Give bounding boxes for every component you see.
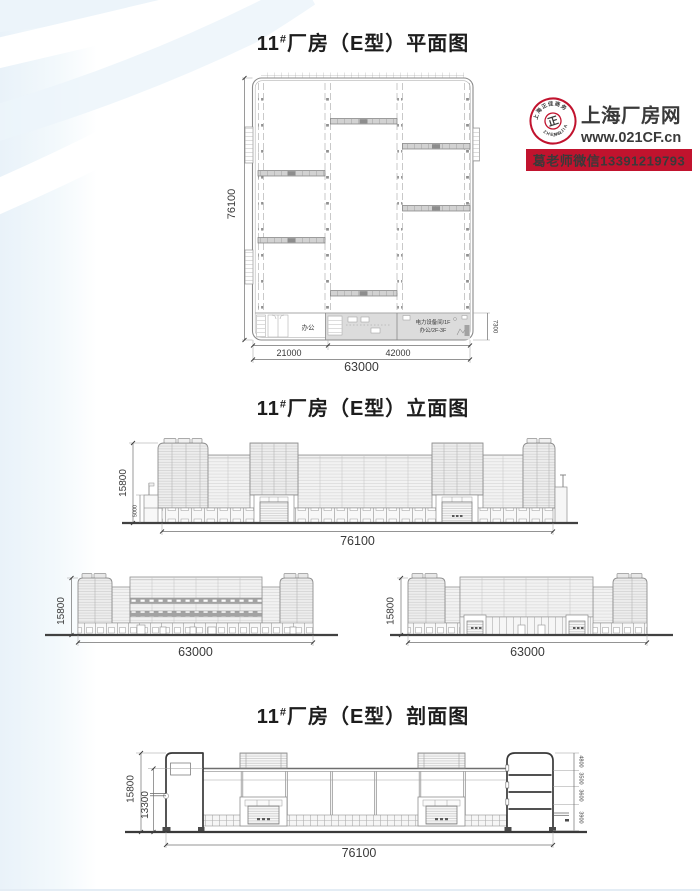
plan-eaves	[261, 72, 464, 78]
plan-crane-beams	[257, 118, 471, 297]
elev-b-door-2	[565, 614, 589, 636]
elev-a-dim-height: 15800	[56, 575, 78, 638]
elev-a-dim-width: 63000	[75, 635, 316, 659]
elevation-bottom-band	[161, 507, 554, 524]
section-door-1	[239, 796, 288, 827]
stamp-banner-text: 葛老师微信13391219793	[532, 154, 686, 169]
elevation-dim-height: 15800	[118, 440, 158, 526]
section-title-num: 11	[256, 706, 280, 728]
plan-power-label-2: 办公/2F-3F	[420, 326, 447, 334]
stamp-brand: 上海厂房网	[581, 104, 681, 127]
seal: 正 2004 上海正佳商务 ZHENGJIA	[527, 94, 577, 145]
elevation-tower-3	[431, 442, 484, 496]
plan-title-hash: #	[279, 33, 287, 46]
section-dim-inner: 13300	[140, 766, 203, 835]
section-right-tower	[504, 752, 569, 832]
svg-text:63000: 63000	[178, 645, 213, 659]
elevation-dim-low: 5000	[133, 494, 144, 523]
plan-stair-protrusion-treads	[245, 127, 479, 284]
elev-b-building	[407, 573, 648, 636]
plan-office-label: 办公	[302, 323, 316, 332]
svg-text:13300: 13300	[140, 791, 151, 819]
svg-text:15800: 15800	[126, 775, 137, 803]
elev-a-window-band-1	[129, 597, 263, 604]
section-title: 11#厂房（E型）剖面图	[257, 700, 470, 729]
svg-text:3600: 3600	[578, 789, 584, 801]
side-elevation-b-drawing: 15800 63000	[386, 573, 673, 659]
stamp: 正 2004 上海正佳商务 ZHENGJIA 上海厂房网 www.021CF.c…	[526, 94, 692, 171]
plan-power-label-1: 电力设备间/1F	[416, 318, 451, 326]
svg-text:3500: 3500	[578, 772, 584, 784]
main-elevation-drawing: 15800 5000 76100	[118, 438, 578, 548]
bottom-edge-line	[0, 889, 700, 891]
elevation-title: 11#厂房（E型）立面图	[257, 392, 470, 421]
svg-text:21000: 21000	[276, 348, 301, 358]
section-title-rest: 厂房（E型）剖面图	[286, 706, 470, 728]
svg-text:15800: 15800	[56, 597, 67, 625]
section-roof	[203, 767, 507, 772]
elev-a-building	[77, 573, 314, 636]
svg-text:63000: 63000	[344, 360, 379, 372]
elevation-tower-1	[157, 442, 209, 509]
svg-text:5000: 5000	[133, 505, 139, 517]
svg-text:15800: 15800	[386, 597, 397, 625]
section-title-hash: #	[279, 706, 287, 719]
svg-text:7300: 7300	[492, 320, 498, 334]
elevation-door-2	[435, 494, 479, 524]
elev-b-dim-height: 15800	[386, 575, 408, 638]
elevation-dim-width: 76100	[159, 523, 556, 548]
section-dim-height: 15800	[126, 750, 166, 835]
svg-text:76100: 76100	[226, 189, 238, 220]
svg-text:15800: 15800	[118, 469, 129, 497]
stamp-banner-bg	[526, 149, 692, 171]
plan-dim-bottom: 21000 42000 63000	[250, 340, 473, 372]
elevation-title-rest: 厂房（E型）立面图	[286, 398, 470, 420]
plan-dim-side: 7300	[473, 312, 498, 341]
section-door-2	[417, 796, 466, 827]
elevation-title-hash: #	[279, 398, 287, 411]
svg-text:3900: 3900	[578, 811, 584, 823]
seal-year: 2004	[552, 130, 563, 138]
floor-plan-drawing: 办公 电力设备间/1F 办公/2F-3F 76100 21000 42000 6…	[226, 72, 498, 372]
section-drawing: 15800 13300 76100 4800 3500 3600 3900	[125, 750, 587, 860]
svg-text:63000: 63000	[510, 645, 545, 659]
svg-text:76100: 76100	[340, 534, 375, 548]
section-rooftop-unit-2	[417, 752, 466, 769]
section-left-tower	[150, 752, 205, 832]
elevation-tower-4	[522, 442, 556, 509]
svg-text:4800: 4800	[578, 755, 584, 767]
elevation-building	[143, 438, 568, 524]
elev-b-door-1	[463, 614, 487, 636]
elevation-left-annex	[143, 494, 159, 524]
side-elevation-a-drawing: 15800 63000	[45, 573, 338, 659]
plan-title-num: 11	[256, 33, 280, 55]
svg-text:76100: 76100	[342, 846, 377, 860]
plan-title-rest: 厂房（E型）平面图	[286, 33, 470, 55]
elevation-right-annex	[554, 486, 568, 524]
elev-b-dim-width: 63000	[405, 635, 650, 659]
stamp-url: www.021CF.cn	[580, 130, 681, 146]
plan-bottom-strip	[255, 312, 470, 340]
elev-a-window-band-2	[129, 610, 263, 617]
plan-grid-columns	[258, 83, 470, 312]
plan-dim-height: 76100	[226, 75, 253, 343]
elevation-door-1	[253, 494, 295, 524]
section-dim-right-stack: 4800 3500 3600 3900	[553, 752, 584, 831]
section-dim-width: 76100	[163, 832, 556, 860]
svg-text:42000: 42000	[385, 348, 410, 358]
plan-title: 11#厂房（E型）平面图	[257, 27, 470, 56]
section-rooftop-unit-1	[239, 752, 288, 769]
elevation-title-num: 11	[256, 398, 280, 420]
seal-char: 正	[546, 114, 560, 129]
background-arcs	[0, 0, 335, 215]
